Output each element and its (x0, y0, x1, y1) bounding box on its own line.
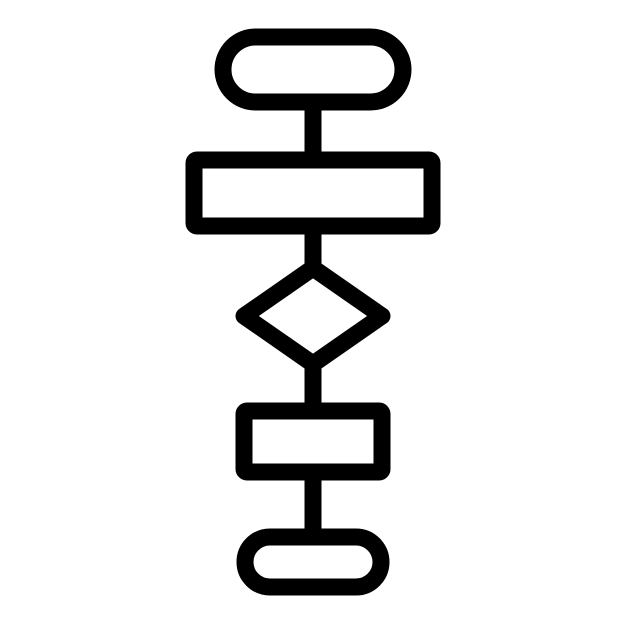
process-box-shape (185, 151, 441, 235)
start-terminator-shape (214, 28, 412, 111)
end-terminator-shape (236, 528, 390, 596)
flowchart-nodes (185, 28, 441, 596)
process-box-small-shape (235, 402, 391, 481)
decision-diamond-shape (235, 259, 391, 373)
